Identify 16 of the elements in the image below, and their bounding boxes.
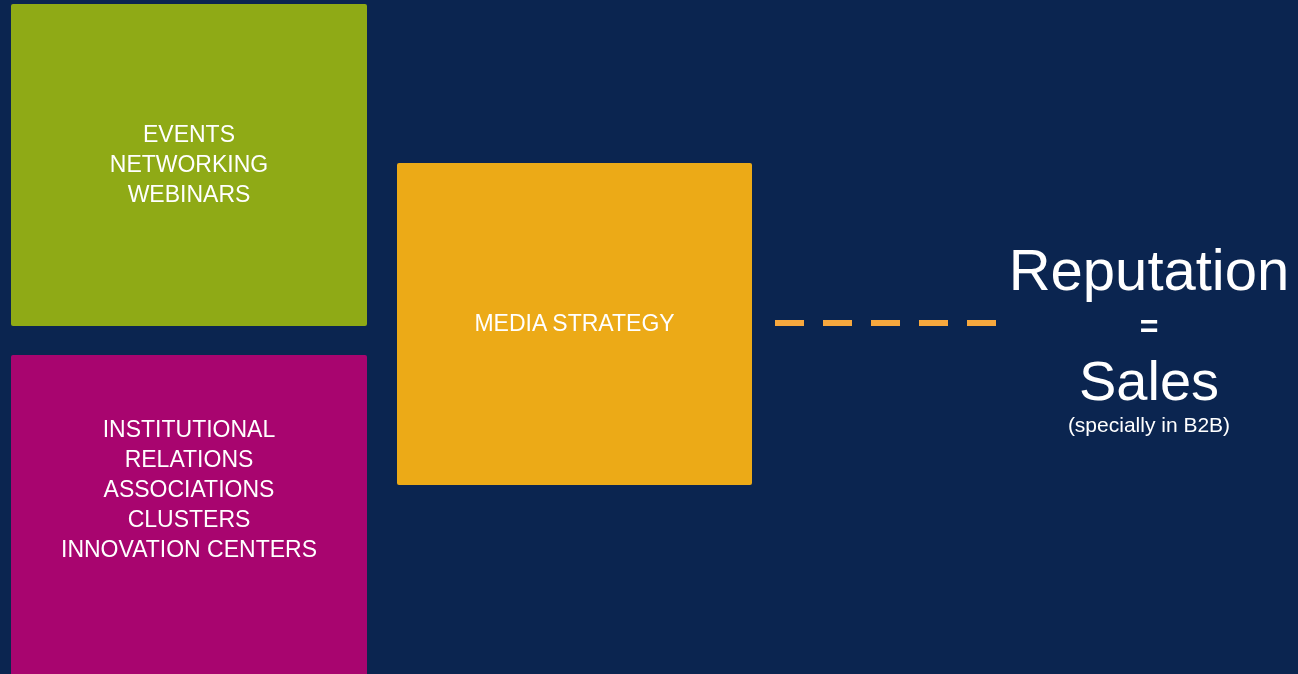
item-label: ASSOCIATIONS [103, 475, 275, 505]
item-label: INSTITUTIONAL [102, 415, 276, 445]
item-label: EVENTS [143, 120, 235, 150]
item-label: NETWORKING [109, 150, 269, 180]
item-label: WEBINARS [127, 179, 251, 209]
category-box [397, 163, 752, 485]
headline-text: Reputation [1008, 237, 1290, 305]
item-label: CLUSTERS [127, 504, 251, 534]
category-box [11, 355, 367, 674]
item-label: MEDIA STRATEGY [474, 309, 675, 339]
headline-text: Sales [1078, 348, 1220, 414]
category-box [11, 4, 367, 326]
item-label: INNOVATION CENTERS [61, 534, 317, 564]
item-label: RELATIONS [124, 445, 254, 475]
equals-sign: = [1139, 308, 1159, 345]
note-text: (specially in B2B) [1067, 413, 1231, 438]
